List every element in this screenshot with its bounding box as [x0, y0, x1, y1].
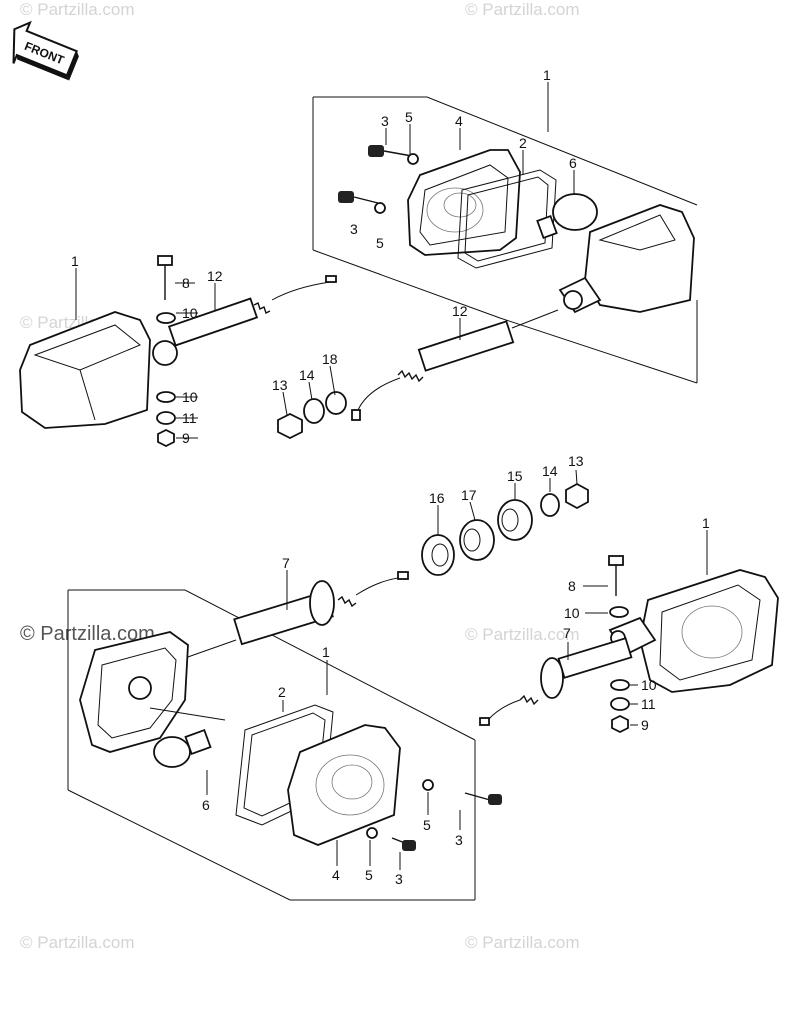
washer-part-15	[497, 499, 533, 541]
callout: 2	[519, 135, 527, 151]
turn-signal-housing-left-upper	[19, 275, 337, 429]
watermark: © Partzilla.com	[20, 0, 135, 19]
nut-part-9	[157, 428, 175, 448]
bulb-part-6	[153, 728, 212, 768]
nut-part-13	[277, 412, 303, 440]
callout: 5	[423, 817, 431, 833]
screw-part-3	[391, 837, 416, 851]
watermark: © Partzilla.com	[465, 933, 580, 952]
washer-part-5	[407, 153, 419, 165]
lens-part-4	[407, 149, 521, 256]
callout: 12	[207, 268, 223, 284]
nut-part-13	[565, 482, 589, 510]
callout: 16	[429, 490, 445, 506]
washer-part-5	[422, 779, 434, 791]
washer-part-14	[540, 493, 560, 517]
callout: 1	[71, 253, 79, 269]
washer-part-10	[156, 312, 176, 324]
upper-assembly	[19, 82, 698, 448]
washer-part-10	[610, 679, 630, 691]
callout: 10	[641, 677, 657, 693]
turn-signal-housing-right-lower	[479, 569, 779, 726]
washer-part-18	[325, 391, 347, 415]
callout: 6	[569, 155, 577, 171]
callout: 17	[461, 487, 477, 503]
callout: 9	[182, 430, 190, 446]
spacer-part-17	[459, 519, 495, 561]
turn-signal-base-left-lower	[79, 631, 226, 753]
callout: 10	[564, 605, 580, 621]
watermark: © Partzilla.com	[20, 623, 155, 645]
bulb-part-6	[536, 193, 598, 240]
front-arrow-icon: FRONT	[12, 20, 79, 81]
gasket-part-2	[457, 169, 557, 269]
callout: 4	[455, 113, 463, 129]
callout: 13	[568, 453, 584, 469]
callout: 8	[568, 578, 576, 594]
callout: 10	[182, 389, 198, 405]
callout: 15	[507, 468, 523, 484]
turn-signal-housing-right-upper	[558, 204, 695, 314]
callout: 5	[376, 235, 384, 251]
callout: 3	[350, 221, 358, 237]
lower-callouts: 16 17 15 14 13 1 7 8 10 7 1 2 10 11 9 6 …	[202, 453, 710, 887]
callout: 5	[405, 109, 413, 125]
callout: 5	[365, 867, 373, 883]
lens-part-4	[287, 724, 401, 846]
lockwasher-part-11	[156, 411, 176, 425]
stem-part-12	[351, 309, 559, 421]
bolt-part-8	[157, 255, 173, 300]
callout: 4	[332, 867, 340, 883]
callout: 3	[455, 832, 463, 848]
callout: 3	[381, 113, 389, 129]
callout: 6	[202, 797, 210, 813]
callout: 1	[322, 644, 330, 660]
callout: 11	[641, 696, 656, 712]
callout: 14	[299, 367, 315, 383]
watermark: © Partzilla.com	[465, 0, 580, 19]
screw-part-3	[464, 792, 502, 805]
callout: 13	[272, 377, 288, 393]
callout: 3	[395, 871, 403, 887]
screw-part-3	[368, 145, 413, 157]
callout: 10	[182, 305, 198, 321]
washer-part-10	[609, 606, 629, 618]
lower-assembly	[67, 469, 779, 901]
lockwasher-part-11	[610, 697, 630, 711]
callout: 7	[282, 555, 290, 571]
callout: 7	[563, 625, 571, 641]
washer-part-5	[366, 827, 378, 839]
bolt-part-8	[608, 555, 624, 596]
callout: 8	[182, 275, 190, 291]
callout: 1	[543, 67, 551, 83]
stem-part-7	[184, 571, 409, 659]
washer-part-10	[156, 391, 176, 403]
callout: 11	[182, 410, 197, 426]
grommet-part-16	[421, 534, 455, 576]
watermark: © Partzilla.com	[465, 625, 580, 644]
callout: 1	[702, 515, 710, 531]
watermark: © Partzilla.com	[20, 933, 135, 952]
callout: 2	[278, 684, 286, 700]
washer-part-14	[303, 398, 325, 424]
callout: 9	[641, 717, 649, 733]
washer-part-5	[374, 202, 386, 214]
callout: 14	[542, 463, 558, 479]
nut-part-9	[611, 714, 629, 734]
callout: 18	[322, 351, 338, 367]
callout: 12	[452, 303, 468, 319]
screw-part-3	[338, 191, 379, 204]
upper-callouts: 1 4 3 5 2 6 3 5 1 8 12 10 12 18 14 13 10…	[71, 67, 577, 446]
